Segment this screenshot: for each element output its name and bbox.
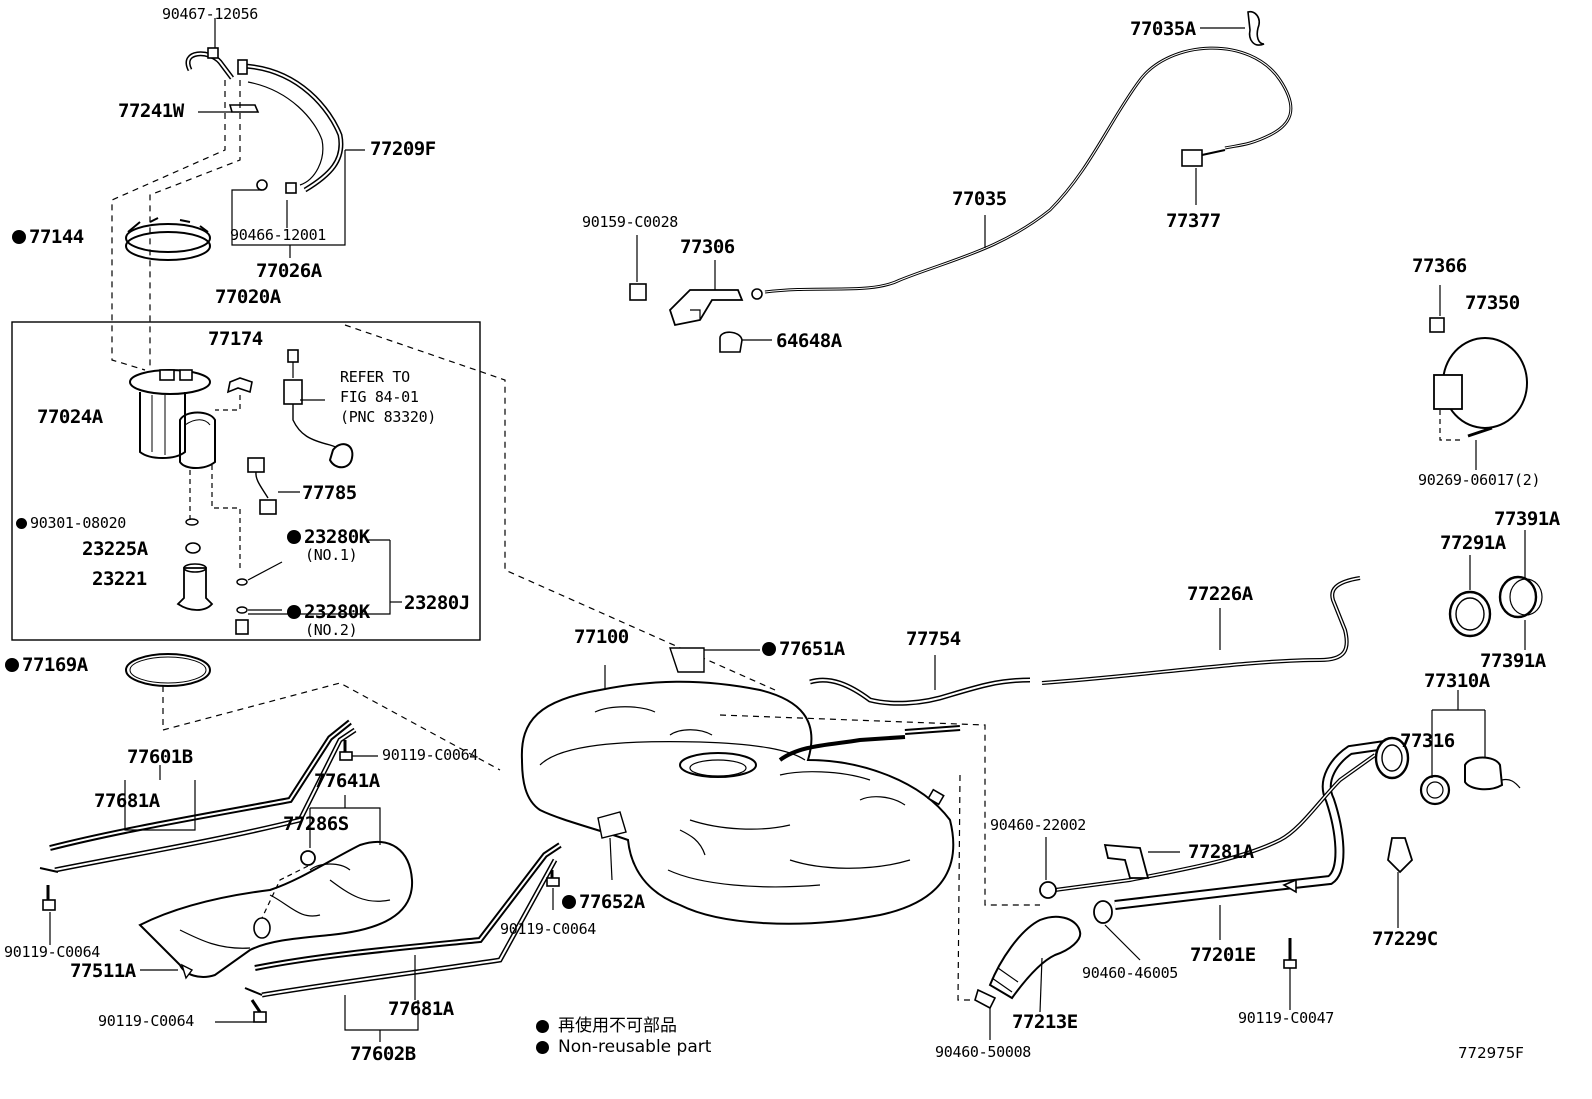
non-reusable-dot-icon (12, 230, 26, 244)
legend-english: Non-reusable part (536, 1037, 711, 1057)
non-reusable-dot-icon (562, 895, 576, 909)
part-label-90460-46005: 90460-46005 (1082, 964, 1179, 982)
part-label-77286S: 77286S (283, 813, 349, 835)
filler-pipe-icon (1114, 740, 1386, 910)
part-label-90460-22002: 90460-22002 (990, 816, 1087, 834)
part-label-77602B: 77602B (350, 1043, 416, 1065)
part-label-90119-C0064-b: 90119-C0064 (4, 943, 101, 961)
part-label-90460-50008: 90460-50008 (935, 1043, 1032, 1061)
part-label-90119-C0064-d: 90119-C0064 (500, 920, 597, 938)
part-label-90119-C0047: 90119-C0047 (1238, 1009, 1335, 1027)
part-label-77377: 77377 (1166, 210, 1221, 232)
part-label-77229C: 77229C (1372, 928, 1438, 950)
part-label-77652A: 77652A (562, 893, 645, 912)
part-label-77213E: 77213E (1012, 1011, 1078, 1033)
clip-icon (228, 104, 260, 113)
part-label-77601B: 77601B (127, 746, 193, 768)
fuel-tank-icon (520, 680, 955, 925)
part-label-23280K-no1: 23280K (287, 528, 370, 547)
part-label-77100: 77100 (574, 626, 629, 648)
gasket-icon (125, 653, 211, 687)
non-reusable-dot-icon (536, 1041, 549, 1054)
tank-protector-icon (138, 840, 414, 978)
part-label-77024A: 77024A (37, 406, 103, 428)
part-label-77209F: 77209F (370, 138, 436, 160)
part-label-77366: 77366 (1412, 255, 1467, 277)
lock-ring-icon (125, 223, 211, 253)
refer-line-1: REFER TO (340, 368, 410, 386)
fuel-filter-icon (176, 567, 214, 611)
part-label-77174: 77174 (208, 328, 263, 350)
part-label-90301-08020: 90301-08020 (16, 516, 126, 531)
part-label-90466-12001: 90466-12001 (230, 226, 327, 244)
part-label-77026A: 77026A (256, 260, 322, 282)
part-label-64648A: 64648A (776, 330, 842, 352)
part-label-77391A-a: 77391A (1494, 508, 1560, 530)
part-label-77651A: 77651A (762, 640, 845, 659)
part-label-77681A-b: 77681A (388, 998, 454, 1020)
part-label-90269-06017: 90269-06017(2) (1418, 471, 1541, 489)
part-label-77316: 77316 (1400, 730, 1455, 752)
part-label-23221: 23221 (92, 568, 147, 590)
non-reusable-dot-icon (287, 530, 301, 544)
part-label-23225A: 23225A (82, 538, 148, 560)
part-label-77785: 77785 (302, 482, 357, 504)
part-label-77754: 77754 (906, 628, 961, 650)
fuel-cap-icon (1464, 756, 1504, 791)
part-label-77391A-b: 77391A (1480, 650, 1546, 672)
part-label-77511A: 77511A (70, 960, 136, 982)
part-label-77020A: 77020A (215, 286, 281, 308)
part-note-no2: (NO.2) (305, 621, 358, 639)
part-label-77241W: 77241W (118, 100, 184, 122)
part-label-77641A: 77641A (314, 770, 380, 792)
fuel-pump-module-icon (139, 392, 186, 459)
legend-japanese: 再使用不可部品 (536, 1011, 677, 1036)
non-reusable-dot-icon (16, 518, 27, 529)
part-label-90119-C0064-a: 90119-C0064 (382, 746, 479, 764)
part-label-77201E: 77201E (1190, 944, 1256, 966)
part-label-77306: 77306 (680, 236, 735, 258)
part-label-77035: 77035 (952, 188, 1007, 210)
sender-gauge-icon (328, 443, 354, 469)
part-label-77291A: 77291A (1440, 532, 1506, 554)
release-lever-icon (668, 289, 744, 327)
part-label-77035A: 77035A (1130, 18, 1196, 40)
part-label-77226A: 77226A (1187, 583, 1253, 605)
non-reusable-dot-icon (287, 605, 301, 619)
part-label-77169A: 77169A (5, 656, 88, 675)
refer-line-2: FIG 84-01 (340, 388, 419, 406)
part-label-90119-C0064-c: 90119-C0064 (98, 1012, 195, 1030)
part-label-77281A: 77281A (1188, 841, 1254, 863)
part-label-77350: 77350 (1465, 292, 1520, 314)
part-label-77144: 77144 (12, 228, 84, 247)
part-label-90159-C0028: 90159-C0028 (582, 213, 679, 231)
release-cable-icon (764, 46, 1293, 294)
part-label-77681A-a: 77681A (94, 790, 160, 812)
part-label-23280K-no2: 23280K (287, 603, 370, 622)
refer-line-3: (PNC 83320) (340, 408, 437, 426)
cap-ring-icon (1498, 575, 1538, 619)
filler-seal-icon (1448, 590, 1492, 638)
pump-assembly-box (11, 321, 481, 641)
non-reusable-dot-icon (762, 642, 776, 656)
part-label-23280J: 23280J (404, 592, 470, 614)
part-label-90467-12056: 90467-12056 (162, 5, 259, 23)
non-reusable-dot-icon (536, 1020, 549, 1033)
clamp-icon (207, 47, 219, 59)
figure-id: 772975F (1458, 1044, 1524, 1062)
part-label-77310A: 77310A (1424, 670, 1490, 692)
part-note-no1: (NO.1) (305, 546, 358, 564)
non-reusable-dot-icon (5, 658, 19, 672)
